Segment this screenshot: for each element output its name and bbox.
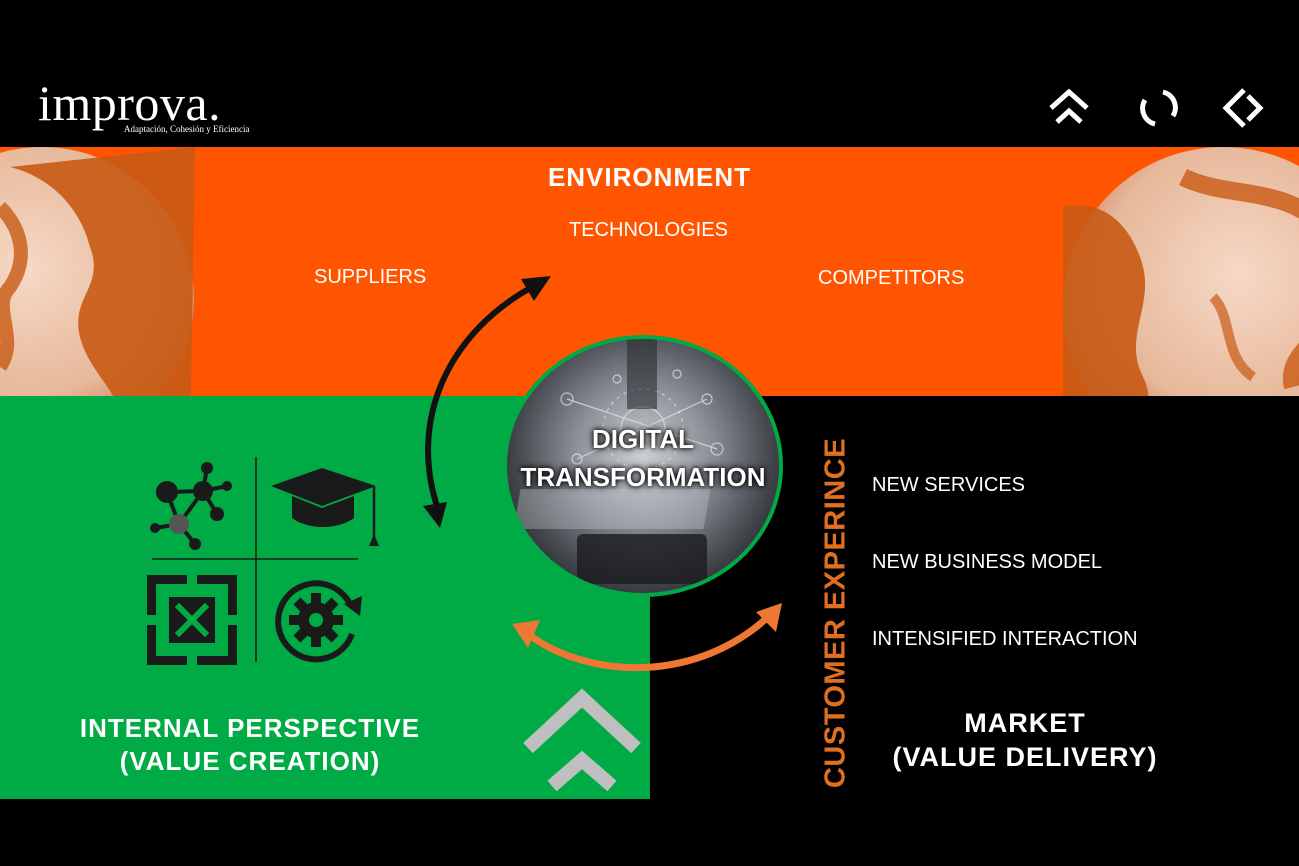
orange-arrow-head-left <box>512 620 540 648</box>
orange-curved-arrow <box>525 615 770 668</box>
black-arrow-head-bottom <box>423 502 447 528</box>
black-curved-arrow <box>428 285 536 515</box>
